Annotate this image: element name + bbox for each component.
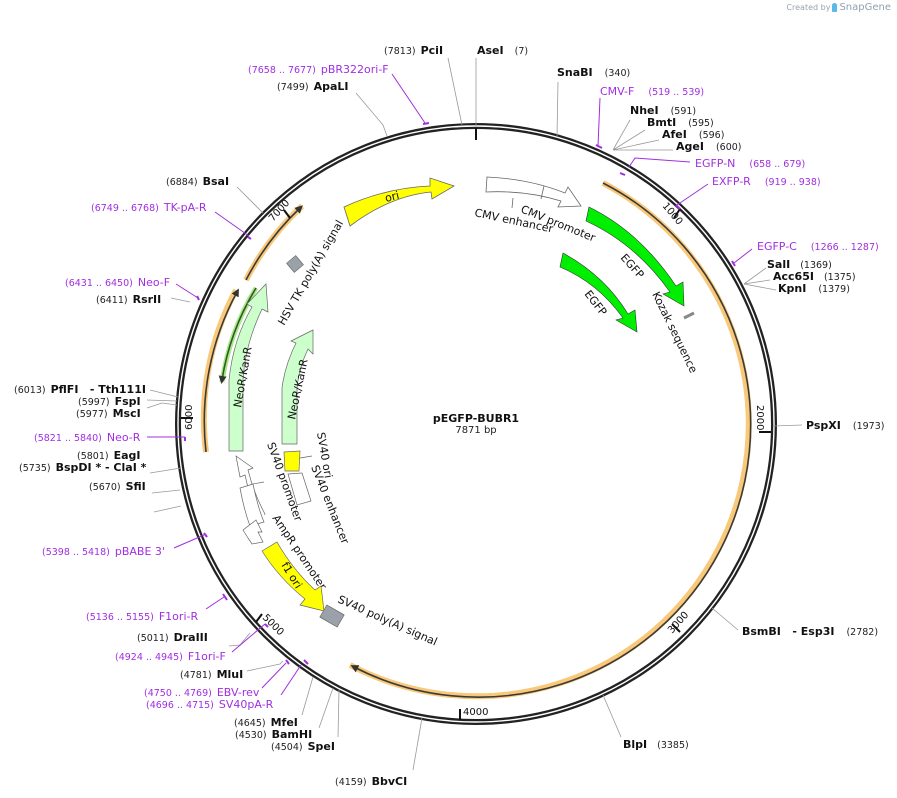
primer-egfp-c[interactable]: EGFP-C(1266 .. 1287) (757, 240, 879, 253)
feature-kozak-label: Kozak sequence (649, 290, 700, 376)
site-bsmbi-esp3i[interactable]: BsmBI - Esp3I(2782) (742, 625, 878, 638)
credit-brand: SnapGene (839, 2, 891, 13)
feature-kozak[interactable] (683, 311, 695, 320)
site-kpni[interactable]: KpnI(1379) (778, 282, 850, 295)
tick-label-2000: 2000 (754, 405, 765, 430)
primer-pbr322ori-f[interactable]: (7658 .. 7677)pBR322ori-F (248, 63, 389, 76)
primer-f1ori-r[interactable]: (5136 .. 5155)F1ori-R (86, 610, 198, 623)
site-pspxi[interactable]: PspXI(1973) (806, 419, 884, 432)
restriction-site-labels: AseI(7) SnaBI(340) NheI(591) BmtI(595) A… (14, 44, 884, 788)
primer-sv40pa-r[interactable]: (4696 .. 4715)SV40pA-R (146, 698, 274, 711)
site-agei[interactable]: AgeI(600) (676, 140, 742, 153)
site-mlui[interactable]: (4781)MluI (180, 668, 243, 681)
primer-labels: (7658 .. 7677)pBR322ori-F CMV-F(519 .. 5… (34, 63, 879, 711)
tick-7000 (283, 209, 291, 219)
site-fspi[interactable]: (5997)FspI (78, 395, 141, 408)
primer-pbabe-3[interactable]: (5398 .. 5418)pBABE 3' (42, 545, 165, 558)
plasmid-length: 7871 bp (455, 425, 497, 436)
site-bamhi[interactable]: (4530)BamHI (235, 728, 312, 741)
feature-cmv[interactable] (485, 176, 582, 208)
site-afei[interactable]: AfeI(596) (662, 128, 724, 141)
orf-arcs (200, 180, 752, 700)
primer-leaders (147, 73, 753, 696)
site-nhei[interactable]: NheI(591) (630, 104, 696, 117)
site-sfii[interactable]: (5670)SfiI (89, 480, 146, 493)
primer-tk-pa-r[interactable]: (6749 .. 6768)TK-pA-R (91, 201, 207, 214)
site-snabi[interactable]: SnaBI(340) (557, 66, 630, 79)
primer-neo-f[interactable]: (6431 .. 6450)Neo-F (65, 276, 170, 289)
site-rsrii[interactable]: (6411)RsrII (96, 293, 161, 306)
feature-neor-1[interactable] (228, 283, 269, 452)
tick-1000 (673, 208, 681, 219)
site-blpi[interactable]: BlpI(3385) (623, 738, 689, 751)
feature-egfp-1[interactable] (585, 206, 685, 307)
feature-ori-label: ori (384, 189, 401, 205)
snapgene-logo-icon (832, 3, 838, 12)
site-bspdi-clai[interactable]: (5735)BspDI * - ClaI * (19, 461, 147, 474)
site-acc65i[interactable]: Acc65I(1375) (773, 270, 856, 283)
ticks (181, 128, 771, 720)
feature-sv40-polya[interactable] (319, 604, 345, 628)
tick-3000 (671, 623, 681, 633)
tick-label-4000: 4000 (463, 707, 488, 718)
site-sali[interactable]: SalI(1369) (767, 258, 832, 271)
feature-ampr-promoter[interactable] (242, 519, 264, 545)
primer-neo-r[interactable]: (5821 .. 5840)Neo-R (34, 431, 141, 444)
primer-cmv-f[interactable]: CMV-F(519 .. 539) (600, 85, 704, 98)
feature-sv40-polya-label: SV40 poly(A) signal (336, 593, 439, 649)
site-spei[interactable]: (4504)SpeI (271, 740, 335, 753)
plasmid-name: pEGFP-BUBR1 (432, 412, 520, 425)
site-pcii[interactable]: (7813)PciI (384, 44, 443, 57)
site-apali[interactable]: (7499)ApaLI (277, 80, 349, 93)
credit-prefix: Created by (786, 3, 831, 12)
primer-ebv-rev[interactable]: (4750 .. 4769)EBV-rev (144, 686, 260, 699)
primer-f1ori-f[interactable]: (4924 .. 4945)F1ori-F (115, 650, 226, 663)
feature-egfp-2[interactable] (559, 252, 638, 333)
plasmid-title: pEGFP-BUBR1 7871 bp (376, 412, 576, 436)
tick-label-6000: 6000 (184, 405, 195, 430)
site-bbvci[interactable]: (4159)BbvCI (335, 775, 407, 788)
primer-exfp-r[interactable]: EXFP-R(919 .. 938) (712, 175, 821, 188)
site-eagi[interactable]: (5801)EagI (77, 449, 141, 462)
site-msci[interactable]: (5977)MscI (76, 407, 141, 420)
feature-neor-2[interactable] (281, 329, 314, 445)
site-mfei[interactable]: (4645)MfeI (234, 716, 298, 729)
site-draiii[interactable]: (5011)DraIII (137, 631, 208, 644)
site-bmti[interactable]: BmtI(595) (647, 116, 714, 129)
orf-arc-main (348, 180, 752, 700)
feature-ori[interactable] (343, 177, 455, 227)
primer-egfp-n[interactable]: EGFP-N(658 .. 679) (695, 157, 805, 170)
feature-hsv-tk-polya-label: HSV TK poly(A) signal (275, 218, 346, 328)
site-pflfi-tth111i[interactable]: (6013)PflFI - Tth111I (14, 383, 146, 396)
site-bsai[interactable]: (6884)BsaI (166, 175, 229, 188)
tick-5000 (255, 613, 263, 623)
feature-sv40-enhancer[interactable] (287, 472, 312, 506)
feature-hsv-tk-polya[interactable] (286, 255, 304, 273)
feature-sv40-ori[interactable] (283, 450, 301, 472)
site-asei[interactable]: AseI(7) (477, 44, 528, 57)
snapgene-credit: Created by SnapGene (786, 2, 891, 13)
